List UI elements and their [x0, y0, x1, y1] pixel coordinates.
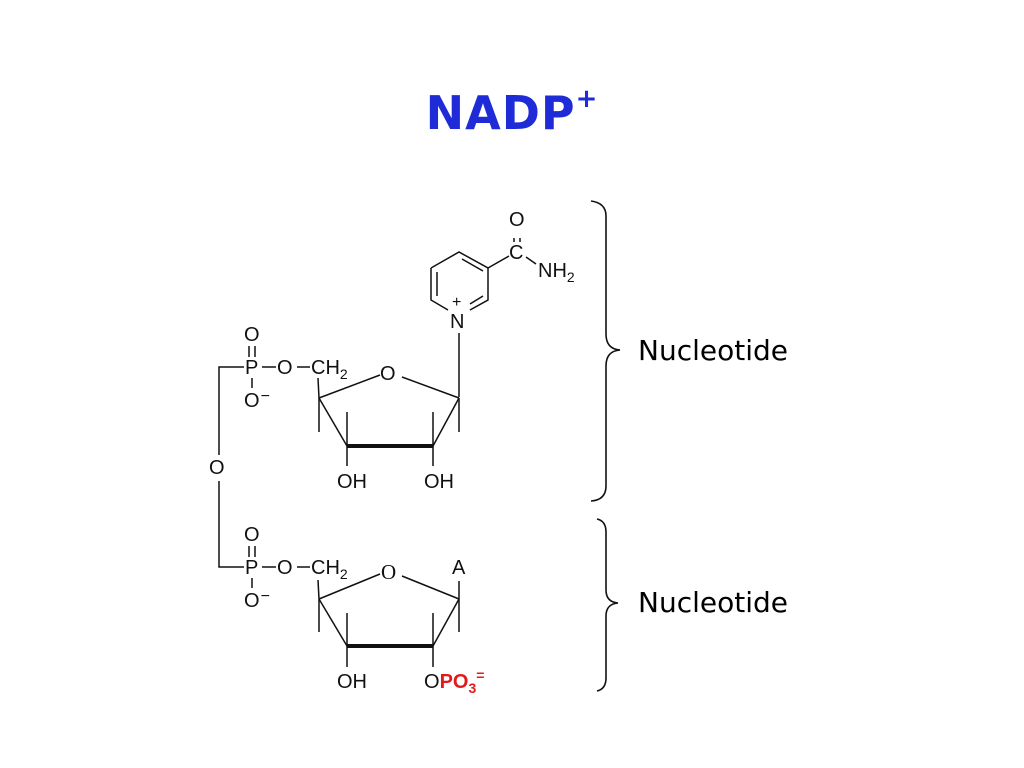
phosphate-o-minus-top: O− [244, 388, 270, 412]
phosphate-p-bottom: P [245, 557, 258, 579]
pyridinium-charge: + [452, 294, 461, 311]
phosphate-2-prime: OPO3= [424, 667, 484, 696]
oh-left-top: OH [337, 471, 367, 493]
amide-carbon: C [509, 242, 523, 264]
amide-oxygen: O [509, 209, 525, 231]
ribose-oxygen-bottom: O [381, 560, 396, 584]
phosphate-o-top-b: O [244, 524, 260, 546]
ribose-b-bond-c4-o [318, 573, 381, 600]
amide-bond-ring [487, 255, 510, 269]
label-nucleotide-bottom: Nucleotide [638, 586, 788, 619]
bottom-nucleotide: O P O CH2 O− O [244, 524, 484, 696]
pyrophosphate-bridge: O [209, 366, 244, 568]
ch2-to-ribose-bottom [317, 579, 320, 600]
top-nucleotide: N + C O NH2 O [244, 209, 575, 493]
oh-left-bottom: OH [337, 671, 367, 693]
label-nucleotide-top: Nucleotide [638, 334, 788, 367]
oh-right-top: OH [424, 471, 454, 493]
bridge-bond-top [218, 366, 244, 455]
ribose-b-bond-c1-c2 [432, 598, 460, 647]
pyridinium-ring-bonds-b [430, 268, 449, 311]
ribose-bond-c4-o [318, 374, 381, 399]
bridge-bond-bottom [218, 481, 244, 568]
ribose-bond-o-c1 [401, 376, 460, 399]
phosphate-o-link-top: O [277, 357, 293, 379]
ring-double-bond-3 [469, 295, 484, 305]
ribose-bond-c1-c2 [432, 397, 460, 447]
bridge-oxygen: O [209, 457, 225, 479]
ch2-top: CH2 [311, 357, 348, 382]
slide-title: NADP+ [0, 84, 1024, 140]
adenine-label: A [452, 557, 466, 579]
title-main: NADP [425, 86, 576, 140]
ch2-bottom: CH2 [311, 557, 348, 582]
phosphate-o-top-a: O [244, 324, 260, 346]
ribose-b-bond-o-c1 [401, 575, 460, 600]
phosphate-p-top: P [245, 357, 258, 379]
ribose-bond-c4-c3 [318, 397, 348, 447]
phosphate-o-minus-bottom: O− [244, 588, 270, 612]
ribose-ring-bottom [318, 573, 460, 667]
amide-bond-n [525, 256, 537, 265]
amide-nh: NH2 [538, 260, 575, 285]
ribose-oxygen-top: O [380, 363, 396, 385]
pyridinium-n: N [450, 311, 464, 333]
title-superscript: + [575, 84, 599, 114]
brace-top [590, 200, 621, 502]
ribose-ring-top [318, 374, 460, 466]
phosphate-o-link-bottom: O [277, 557, 293, 579]
ch2-to-ribose-top [317, 377, 320, 399]
ribose-b-bond-c4-c3 [318, 598, 348, 647]
ring-double-bond-2 [461, 258, 484, 272]
brace-bottom [596, 518, 619, 692]
